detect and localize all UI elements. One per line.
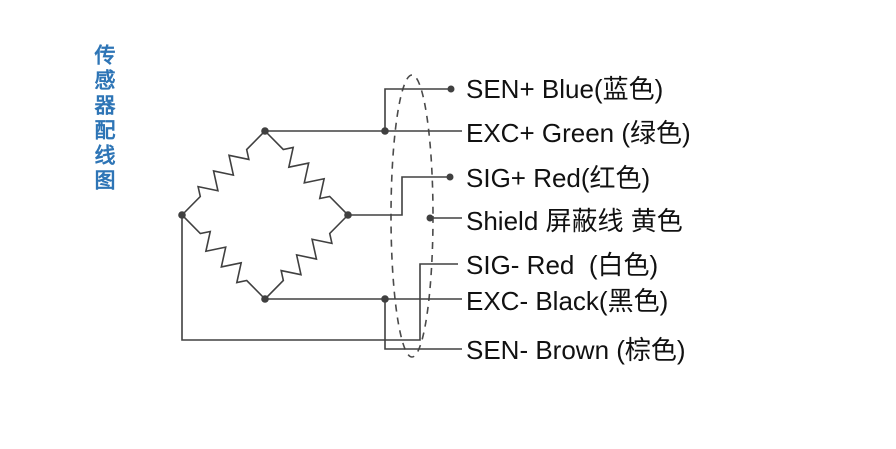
wire-label-exc-plus: EXC+ Green (绿色) xyxy=(466,118,691,148)
bridge-node-bottom-dot xyxy=(261,295,269,303)
bridge-node-top-dot xyxy=(261,127,269,135)
junction-exc-sen-minus-dot xyxy=(381,295,389,303)
bridge-node-left-dot xyxy=(178,211,186,219)
bridge-resistor-top-right xyxy=(258,124,355,222)
bridge-resistor-top-left xyxy=(175,124,272,222)
shield-terminal-dot xyxy=(426,214,434,222)
wire-end-sig-plus-dot xyxy=(446,173,454,181)
bridge-node-right-dot xyxy=(344,211,352,219)
wire-label-exc-minus: EXC- Black(黑色) xyxy=(466,286,669,316)
wire-sig-plus xyxy=(348,176,450,216)
bridge-resistor-bottom-left xyxy=(175,208,272,306)
wire-label-sen-plus: SEN+ Blue(蓝色) xyxy=(466,74,664,104)
bridge-resistor-bottom-right xyxy=(258,208,355,306)
wire-label-sen-minus: SEN- Brown (棕色) xyxy=(466,335,686,365)
wire-sen-plus xyxy=(384,88,451,131)
diagram-title-vertical: 传感器配线图 xyxy=(92,44,115,194)
wire-label-sig-plus: SIG+ Red(红色) xyxy=(466,163,651,193)
wire-label-shield: Shield 屏蔽线 黄色 xyxy=(466,206,683,236)
wire-sen-minus xyxy=(384,299,462,350)
cable-sheath-ellipse xyxy=(390,74,434,358)
wire-label-sig-minus: SIG- Red (白色) xyxy=(466,250,659,280)
wire-sig-minus xyxy=(181,215,458,341)
junction-exc-sen-plus-dot xyxy=(381,127,389,135)
wire-end-sen-plus-dot xyxy=(447,85,455,93)
